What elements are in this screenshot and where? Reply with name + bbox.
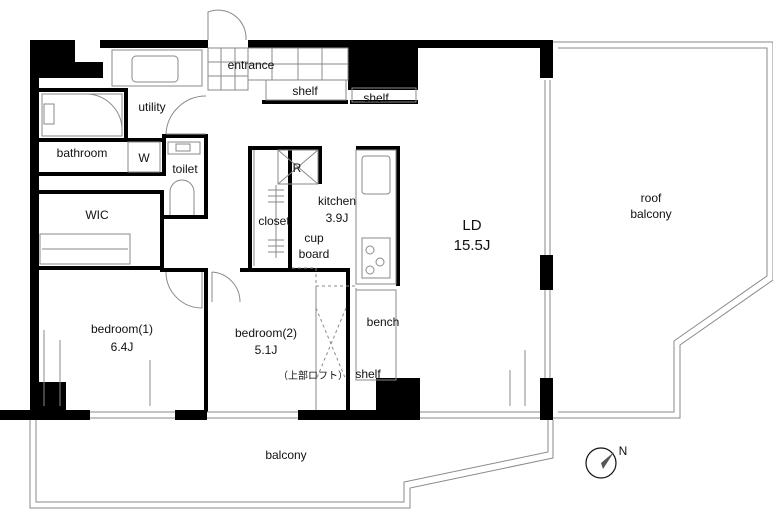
compass-icon: N [585, 444, 628, 479]
label-wic: WIC [85, 208, 109, 222]
label-bench: bench [367, 315, 400, 329]
label-utility: utility [138, 100, 165, 114]
label-refrigerator: R [293, 161, 302, 175]
label-kitchen-size: 3.9J [326, 211, 349, 225]
label-shelf-bottom: shelf [355, 367, 381, 381]
label-toilet: toilet [172, 162, 198, 176]
label-closet: closet [258, 214, 290, 228]
label-entrance: entrance [228, 58, 275, 72]
roof-balcony-outline [553, 41, 773, 419]
label-balcony: balcony [265, 448, 306, 462]
label-shelf-top: shelf [363, 91, 389, 105]
label-shelf-entrance: shelf [292, 84, 318, 98]
label-ld-size: 15.5J [454, 237, 491, 254]
label-kitchen: kitchen [318, 194, 356, 208]
label-washer: W [138, 151, 150, 165]
details [39, 9, 551, 419]
label-roof-balcony-line1: roof [641, 191, 662, 205]
label-bedroom1-size: 6.4J [111, 340, 134, 354]
label-cupboard-line2: board [299, 247, 330, 261]
room-labels: entrance shelf shelf utility bathroom W … [57, 58, 672, 462]
label-bedroom2-size: 5.1J [255, 343, 278, 357]
label-roof-balcony-line2: balcony [630, 207, 671, 221]
label-cupboard-line1: cup [304, 231, 324, 245]
compass-label: N [619, 444, 628, 458]
label-bathroom: bathroom [57, 146, 108, 160]
label-loft: （上部ロフト） [278, 369, 348, 382]
label-ld: LD [462, 217, 481, 234]
label-bedroom2: bedroom(2) [235, 326, 297, 340]
label-bedroom1: bedroom(1) [91, 322, 153, 336]
balcony-outline [29, 420, 554, 509]
